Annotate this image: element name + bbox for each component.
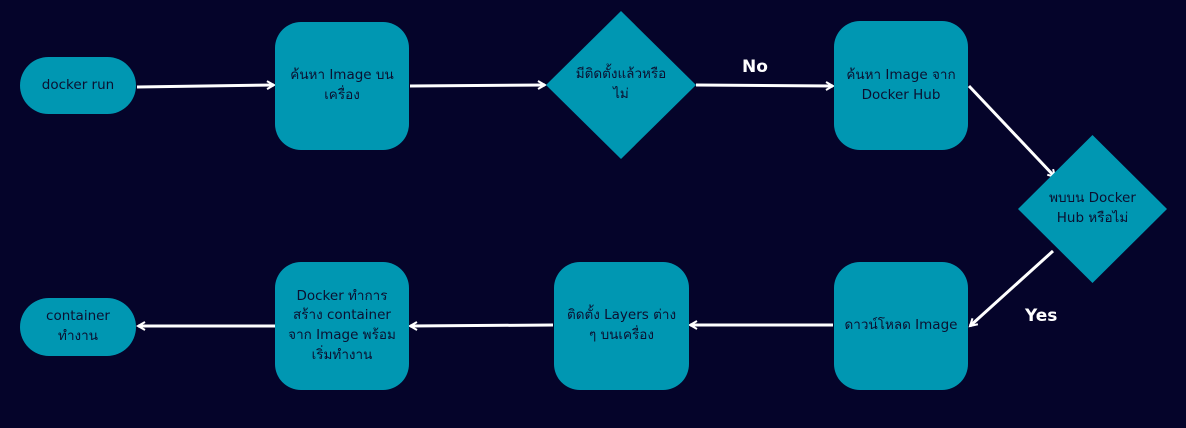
found-question-label: พบบน Docker Hub หรือไม่ bbox=[1049, 190, 1136, 226]
edge-question-to-search-hub bbox=[695, 85, 833, 86]
edge-search-hub-to-found-question bbox=[967, 84, 1055, 177]
search-local-node: ค้นหา Image บนเครื่อง bbox=[275, 22, 409, 150]
start-node-label: docker run bbox=[41, 76, 115, 93]
edge-install-to-create bbox=[410, 325, 554, 326]
edge-start-to-search-local bbox=[136, 85, 274, 87]
found-question-node: พบบน Docker Hub หรือไม่ bbox=[1018, 135, 1167, 283]
search-hub-node: ค้นหา Image จาก Docker Hub bbox=[834, 21, 968, 150]
end-node-label: container ทำงาน bbox=[46, 308, 110, 344]
install-layers-label: ติดตั้ง Layers ต่าง ๆ บนเครื่อง bbox=[566, 307, 677, 343]
download-node: ดาวน์โหลด Image bbox=[834, 262, 968, 390]
edge-label-no: No bbox=[742, 57, 768, 77]
download-label: ดาวน์โหลด Image bbox=[844, 317, 958, 334]
installed-question-shape bbox=[546, 11, 696, 159]
edge-search-local-to-question bbox=[409, 85, 545, 86]
install-layers-node: ติดตั้ง Layers ต่าง ๆ บนเครื่อง bbox=[554, 262, 689, 390]
search-local-label: ค้นหา Image บนเครื่อง bbox=[290, 67, 394, 103]
create-container-label: Docker ทำการสร้าง container จาก Image พร… bbox=[288, 287, 396, 363]
edge-found-question-to-download bbox=[970, 249, 1055, 326]
create-container-node: Docker ทำการสร้าง container จาก Image พร… bbox=[275, 262, 409, 390]
search-hub-label: ค้นหา Image จาก Docker Hub bbox=[846, 66, 956, 103]
start-node: docker run bbox=[20, 57, 136, 114]
installed-question-node: มีติดตั้งแล้วหรือไม่ bbox=[546, 11, 696, 159]
found-question-shape bbox=[1018, 135, 1167, 283]
end-node: container ทำงาน bbox=[20, 298, 136, 356]
edge-label-yes: Yes bbox=[1025, 306, 1058, 326]
installed-question-label: มีติดตั้งแล้วหรือไม่ bbox=[575, 66, 667, 102]
